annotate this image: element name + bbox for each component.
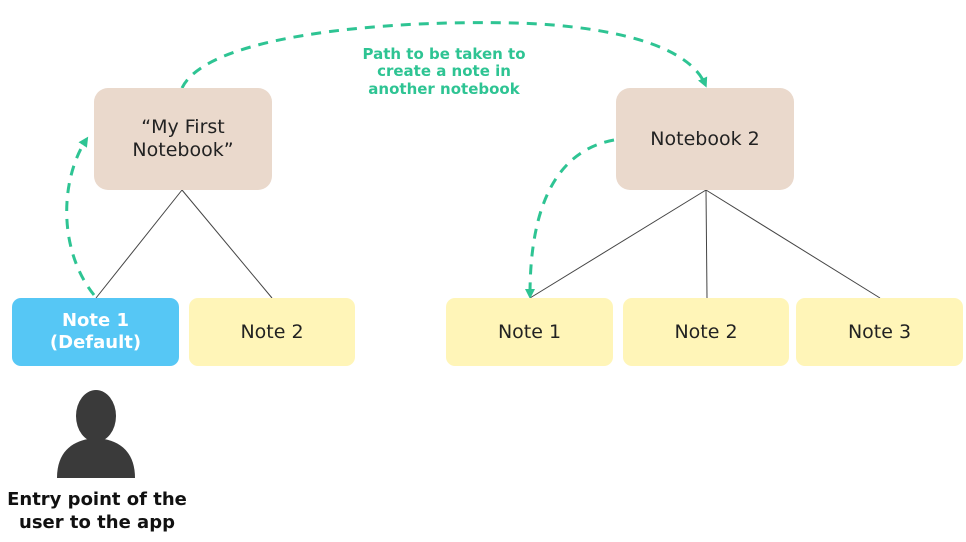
nb2-note-2: Note 2 bbox=[623, 298, 789, 366]
nb1-note-2-label: Note 2 bbox=[240, 320, 304, 343]
user-silhouette-icon bbox=[57, 390, 135, 478]
notebook-first-label: “My First Notebook” bbox=[132, 116, 234, 161]
nb1-note-default-label: Note 1 (Default) bbox=[49, 310, 142, 353]
edge-nb2-note2 bbox=[705, 189, 708, 299]
notebook-first: “My First Notebook” bbox=[94, 88, 272, 190]
path-arrow-default-to-first-notebook bbox=[65, 136, 96, 296]
nb1-note-default: Note 1 (Default) bbox=[12, 298, 179, 366]
entry-point-label: Entry point of the user to the app bbox=[7, 489, 187, 534]
path-arrow-to-nb2-note1 bbox=[525, 138, 615, 299]
path-arrow-to-notebook-2 bbox=[180, 21, 708, 89]
notebook-second-label: Notebook 2 bbox=[650, 127, 760, 150]
nb2-note-1-label: Note 1 bbox=[497, 320, 562, 343]
edge-nb1-note1 bbox=[95, 189, 183, 299]
edge-nb2-note1 bbox=[529, 189, 707, 299]
nb2-note-1: Note 1 bbox=[446, 298, 613, 366]
notebook-second: Notebook 2 bbox=[616, 88, 794, 190]
nb2-note-3: Note 3 bbox=[796, 298, 963, 366]
nb2-note-2-label: Note 2 bbox=[674, 320, 738, 343]
edge-nb1-note2 bbox=[181, 189, 273, 299]
edge-nb2-note3 bbox=[705, 189, 881, 299]
path-annotation: Path to be taken to create a note in ano… bbox=[362, 45, 526, 98]
nb1-note-2: Note 2 bbox=[189, 298, 355, 366]
nb2-note-3-label: Note 3 bbox=[847, 320, 912, 343]
